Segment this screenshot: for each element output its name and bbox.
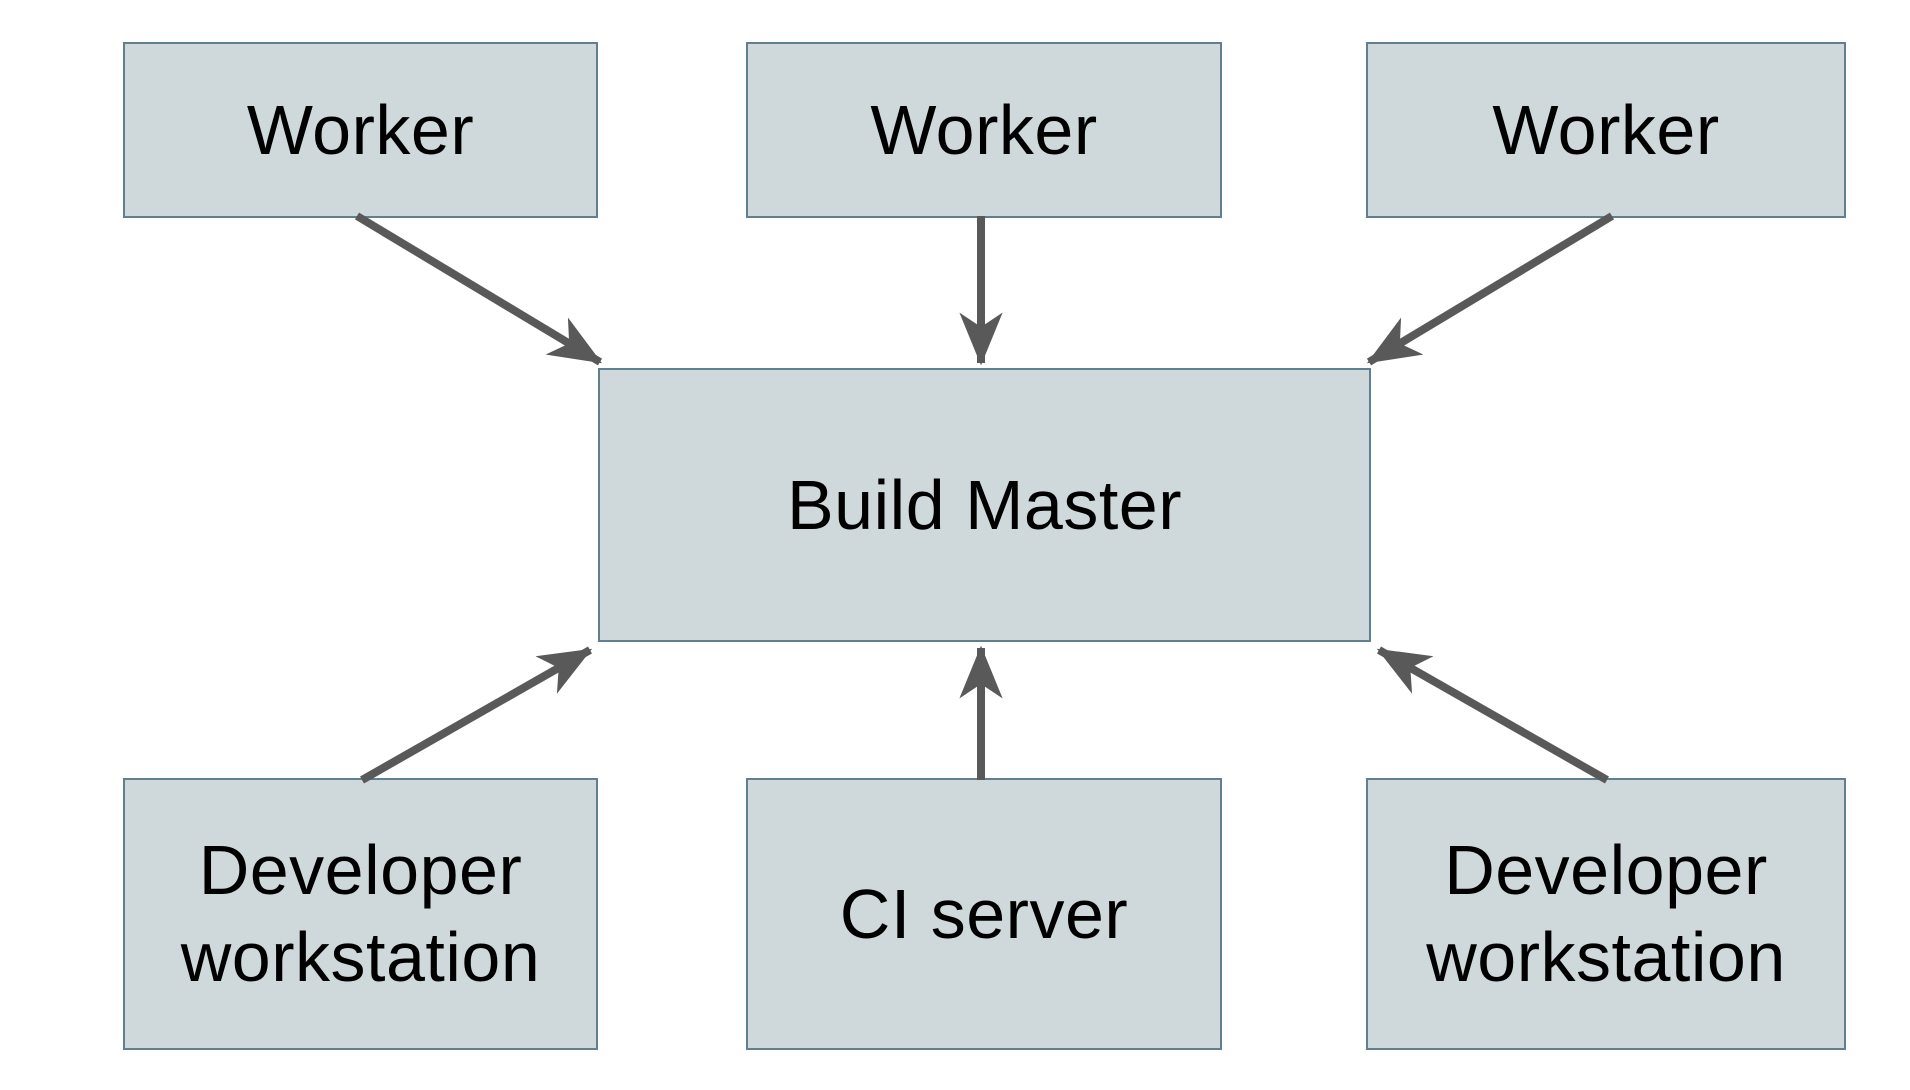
node-ci-server: CI server [746, 778, 1222, 1050]
node-worker-1-label: Worker [246, 90, 475, 169]
node-worker-1: Worker [123, 42, 598, 218]
node-worker-3: Worker [1366, 42, 1846, 218]
node-developer-workstation-2: Developer workstation [1366, 778, 1846, 1050]
node-developer-workstation-2-label: Developer workstation [1426, 831, 1786, 996]
arrow-worker-3-to-build-master [1366, 212, 1615, 366]
node-build-master-label: Build Master [786, 465, 1183, 544]
node-worker-2-label: Worker [870, 90, 1098, 169]
arrow-developer-workstation-1-to-build-master [360, 646, 593, 784]
node-build-master: Build Master [598, 368, 1371, 642]
node-worker-2: Worker [746, 42, 1222, 218]
node-worker-3-label: Worker [1492, 90, 1720, 169]
node-developer-workstation-1: Developer workstation [123, 778, 598, 1050]
node-ci-server-label: CI server [839, 874, 1129, 953]
arrow-developer-workstation-2-to-build-master [1376, 646, 1609, 784]
node-developer-workstation-1-label: Developer workstation [180, 831, 541, 996]
arrow-worker-1-to-build-master [354, 212, 603, 366]
